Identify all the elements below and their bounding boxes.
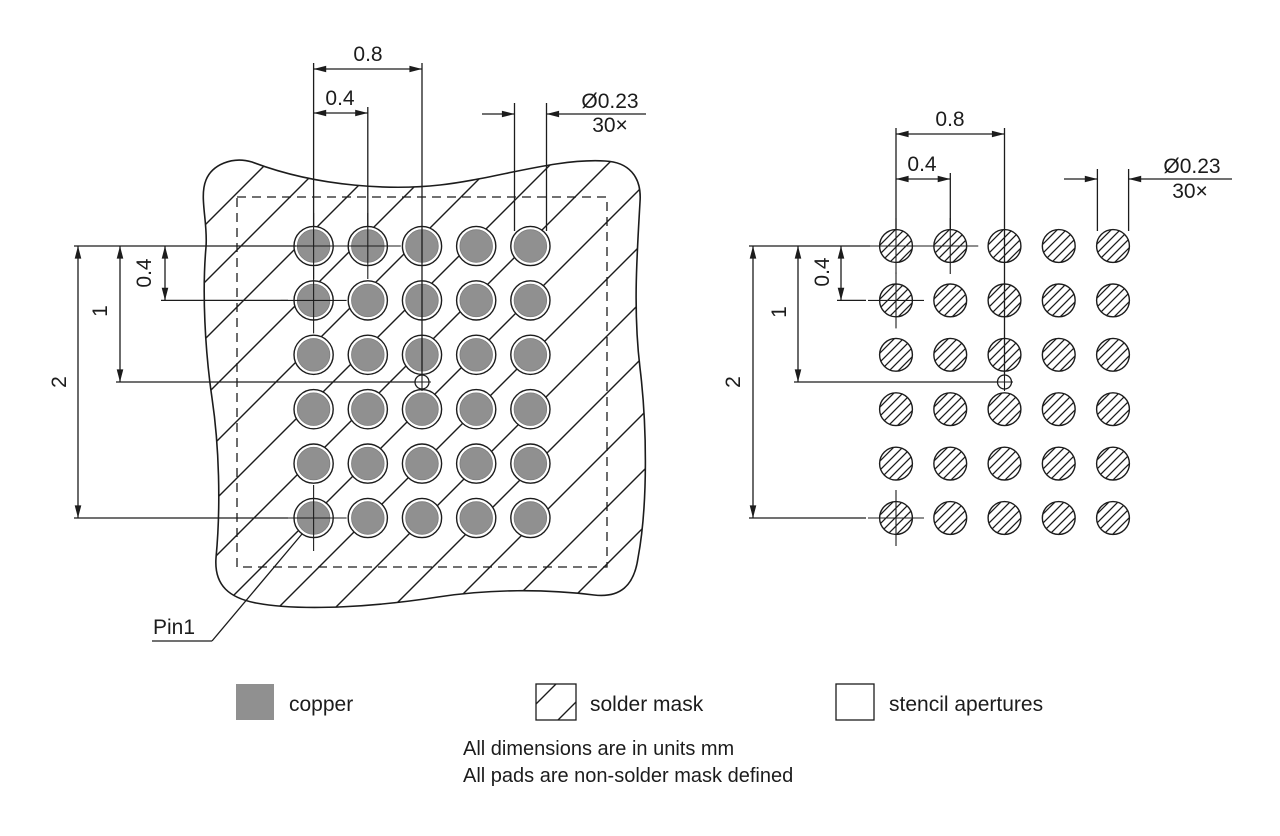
stencil-aperture [1041, 337, 1076, 372]
dim-0.4v-right: 0.4 [811, 257, 834, 287]
dim-0.4-left: 0.4 [325, 87, 355, 110]
legend: copper solder mask stencil apertures [236, 683, 1043, 721]
notes: All dimensions are in units mm All pads … [463, 738, 793, 787]
dim-2-right: 2 [722, 376, 745, 388]
solder-mask-hatch-line [203, 160, 529, 608]
copper-pad [351, 392, 385, 426]
copper-pad [513, 338, 548, 372]
copper-pad [351, 501, 385, 535]
dim-0.4v-left: 0.4 [133, 258, 156, 288]
copper-pad [351, 338, 385, 372]
right-view-dimensions [749, 128, 1232, 519]
solder-mask-hatch-line [587, 160, 646, 608]
solder-mask-swatch [535, 683, 577, 721]
stencil-aperture [1041, 500, 1076, 536]
copper-pad [459, 446, 493, 481]
stencil-aperture [933, 337, 968, 372]
stencil-aperture [1041, 228, 1076, 264]
stencil-aperture [878, 392, 914, 427]
solder-mask-hatch-line [203, 160, 643, 608]
dim-0.8-left: 0.8 [353, 43, 382, 66]
stencil-aperture [987, 500, 1022, 536]
copper-pad [513, 446, 548, 481]
solder-mask-hatch-line [359, 160, 646, 608]
solder-mask-hatch-line [302, 160, 646, 608]
dim-1-right: 1 [768, 306, 791, 318]
stencil-aperture [1095, 392, 1131, 427]
stencil-aperture [933, 283, 968, 318]
left-view-dimensions [74, 63, 646, 519]
copper-swatch [236, 684, 274, 720]
dim-dia-left: Ø0.23 [581, 90, 638, 113]
dim-2-left: 2 [48, 376, 71, 388]
legend-copper-label: copper [289, 693, 353, 716]
stencil-aperture-view: 0.8 0.4 Ø0.23 30× 2 1 0.4 [722, 108, 1232, 546]
stencil-aperture [987, 446, 1022, 481]
copper-pad [459, 392, 493, 426]
dim-0.8-right: 0.8 [935, 108, 964, 131]
solder-mask-hatch-line [245, 160, 646, 608]
solder-mask-hatch-line [203, 160, 358, 608]
solder-mask-hatch [203, 160, 646, 608]
stencil-aperture [1041, 392, 1076, 427]
stencil-aperture [1095, 500, 1131, 536]
stencil-aperture [933, 392, 968, 427]
solder-mask-hatch-line [203, 160, 646, 608]
copper-pad [351, 283, 385, 318]
copper-pad [296, 338, 331, 372]
stencil-aperture [1095, 283, 1131, 318]
copper-pad-grid [293, 225, 551, 539]
copper-pad [513, 392, 548, 426]
copper-solder-mask-view: 0.8 0.4 Ø0.23 30× 2 1 0.4 Pin1 [48, 43, 647, 642]
copper-pad [459, 338, 493, 372]
copper-pad [405, 501, 439, 535]
stencil-aperture [1095, 228, 1131, 264]
copper-pad [513, 229, 548, 263]
solder-mask-hatch-line [203, 160, 301, 608]
solder-mask-hatch-line [530, 160, 646, 608]
pin1-label: Pin1 [153, 616, 195, 639]
copper-pad [405, 392, 439, 426]
copper-pad [296, 446, 331, 481]
stencil-aperture [1095, 337, 1131, 372]
stencil-aperture [987, 392, 1022, 427]
solder-mask-hatch-line [203, 160, 472, 608]
dim-dia-right: Ø0.23 [1163, 155, 1220, 178]
copper-pad [459, 501, 493, 535]
solder-mask-hatch-line [203, 160, 586, 608]
stencil-apertures-swatch [835, 683, 875, 721]
copper-pad [296, 392, 331, 426]
copper-pad [513, 501, 548, 535]
pad-centerlines-right [868, 218, 979, 546]
legend-solder-mask-label: solder mask [590, 693, 704, 716]
solder-mask-hatch-line [473, 160, 646, 608]
stencil-aperture [878, 337, 914, 372]
copper-pad [459, 283, 493, 318]
legend-stencil-label: stencil apertures [889, 693, 1043, 716]
stencil-aperture [933, 446, 968, 481]
dim-count-right: 30× [1172, 180, 1208, 203]
copper-pad [459, 229, 493, 263]
dim-1-left: 1 [89, 305, 112, 317]
solder-mask-hatch-line [203, 160, 415, 608]
note-units: All dimensions are in units mm [463, 738, 734, 760]
dim-count-left: 30× [592, 114, 628, 137]
solder-mask-hatch-line [416, 160, 646, 608]
stencil-aperture [1041, 446, 1076, 481]
pin1-callout: Pin1 [152, 533, 303, 642]
stencil-aperture [1041, 283, 1076, 318]
copper-pad [513, 283, 548, 318]
pad-centerlines-left [280, 213, 401, 551]
stencil-aperture [933, 500, 968, 536]
stencil-aperture [878, 446, 914, 481]
stencil-aperture [1095, 446, 1131, 481]
note-nsmd: All pads are non-solder mask defined [463, 765, 793, 787]
copper-pad [351, 446, 385, 481]
dim-0.4-right: 0.4 [907, 153, 937, 176]
copper-pad [405, 446, 439, 481]
